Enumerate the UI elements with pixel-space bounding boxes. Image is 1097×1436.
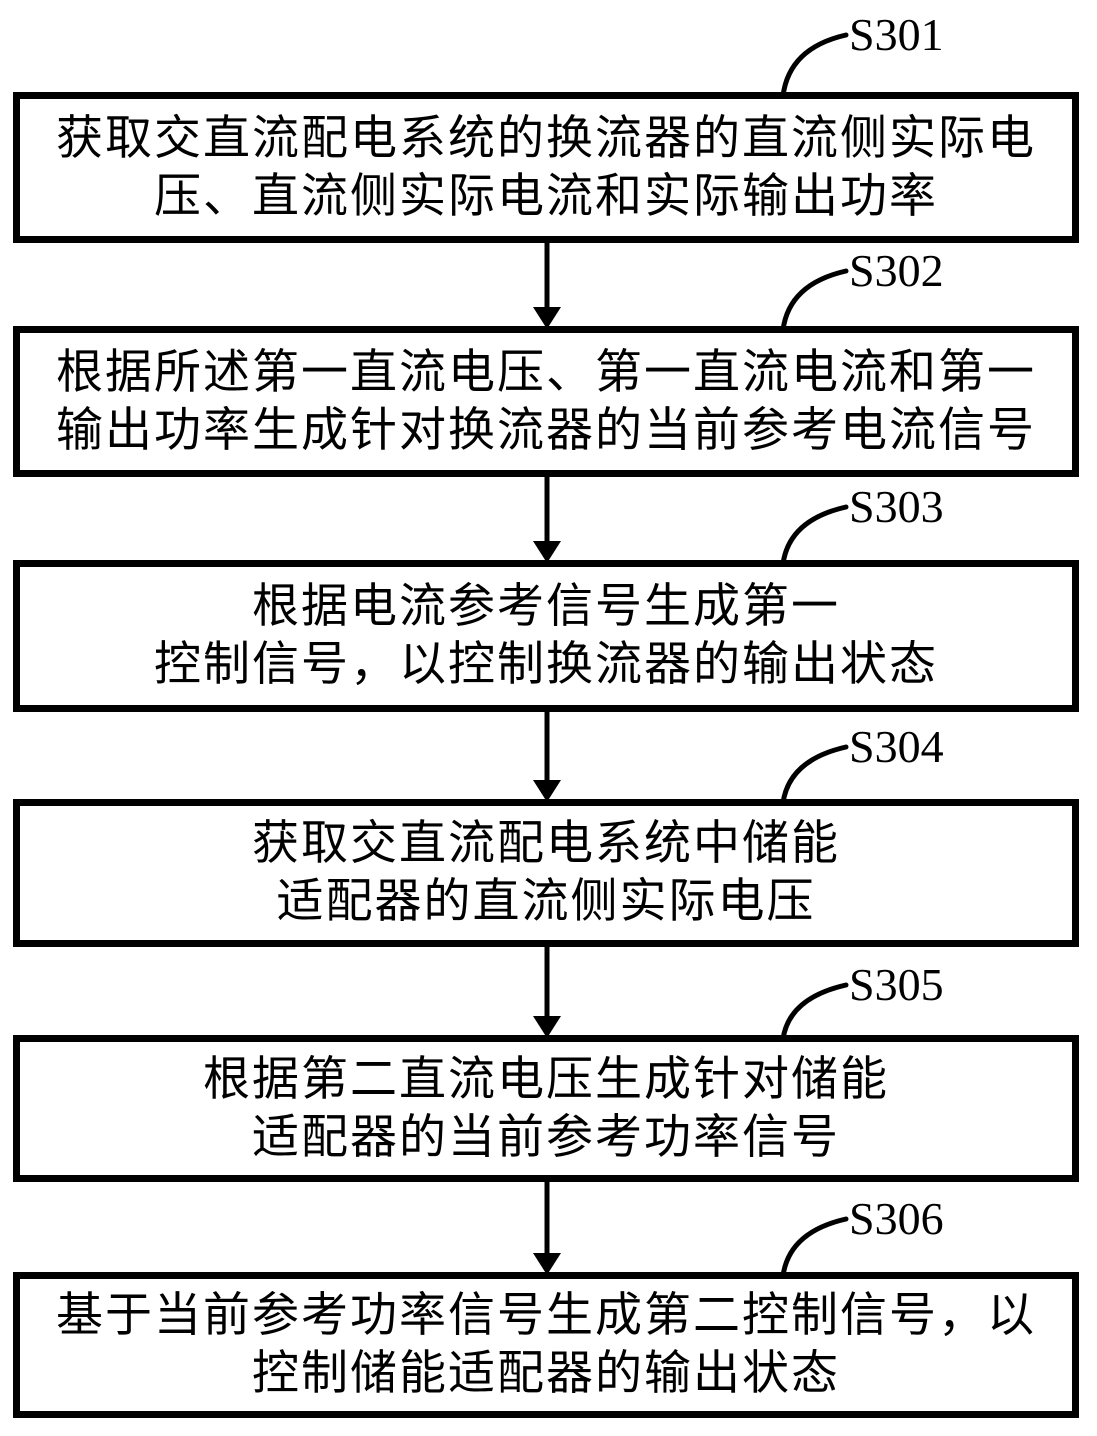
step-box-s302: 根据所述第一直流电压、第一直流电流和第一 输出功率生成针对换流器的当前参考电流信… — [13, 326, 1079, 477]
leader-line-s303 — [780, 504, 849, 567]
step-box-s303: 根据电流参考信号生成第一 控制信号，以控制换流器的输出状态 — [13, 560, 1079, 712]
step-s305-text-line1: 根据第二直流电压生成针对储能 — [203, 1053, 889, 1106]
step-box-s301: 获取交直流配电系统的换流器的直流侧实际电 压、直流侧实际电流和实际输出功率 — [13, 92, 1079, 243]
step-s302-text-line2: 输出功率生成针对换流器的当前参考电流信号 — [56, 404, 1036, 457]
step-label-s302: S302 — [849, 245, 944, 296]
step-label-s305: S305 — [849, 959, 944, 1010]
step-box-s305: 根据第二直流电压生成针对储能 适配器的当前参考功率信号 — [13, 1035, 1079, 1182]
down-arrow-icon — [533, 239, 561, 329]
step-s301-text-line1: 获取交直流配电系统的换流器的直流侧实际电 — [56, 112, 1036, 165]
down-arrow-icon — [533, 1178, 561, 1275]
down-arrow-icon — [533, 708, 561, 802]
leader-line-s302 — [780, 268, 849, 333]
down-arrow-icon — [533, 943, 561, 1038]
step-s304-text-line1: 获取交直流配电系统中储能 — [252, 818, 840, 870]
leader-line-s306 — [780, 1216, 849, 1279]
step-s302-text-line1: 根据所述第一直流电压、第一直流电流和第一 — [56, 346, 1036, 399]
step-label-s304: S304 — [849, 721, 944, 772]
down-arrow-icon — [533, 473, 561, 563]
step-s305-text-line2: 适配器的当前参考功率信号 — [252, 1111, 840, 1164]
step-s306-text-line2: 控制储能适配器的输出状态 — [252, 1348, 840, 1400]
leader-line-s305 — [780, 982, 849, 1042]
step-s304-text-line2: 适配器的直流侧实际电压 — [276, 876, 816, 928]
step-box-s304: 获取交直流配电系统中储能 适配器的直流侧实际电压 — [13, 799, 1079, 947]
step-label-s301: S301 — [849, 9, 944, 60]
leader-line-s304 — [780, 744, 849, 806]
step-label-s303: S303 — [849, 481, 944, 532]
step-s303-text-line1: 根据电流参考信号生成第一 — [252, 581, 840, 633]
step-s306-text-line1: 基于当前参考功率信号生成第二控制信号，以 — [56, 1290, 1036, 1342]
step-label-s306: S306 — [849, 1193, 944, 1244]
leader-line-s301 — [780, 32, 849, 99]
step-box-s306: 基于当前参考功率信号生成第二控制信号，以 控制储能适配器的输出状态 — [13, 1272, 1079, 1418]
step-s301-text-line2: 压、直流侧实际电流和实际输出功率 — [154, 170, 938, 223]
step-s303-text-line2: 控制信号，以控制换流器的输出状态 — [154, 639, 938, 691]
